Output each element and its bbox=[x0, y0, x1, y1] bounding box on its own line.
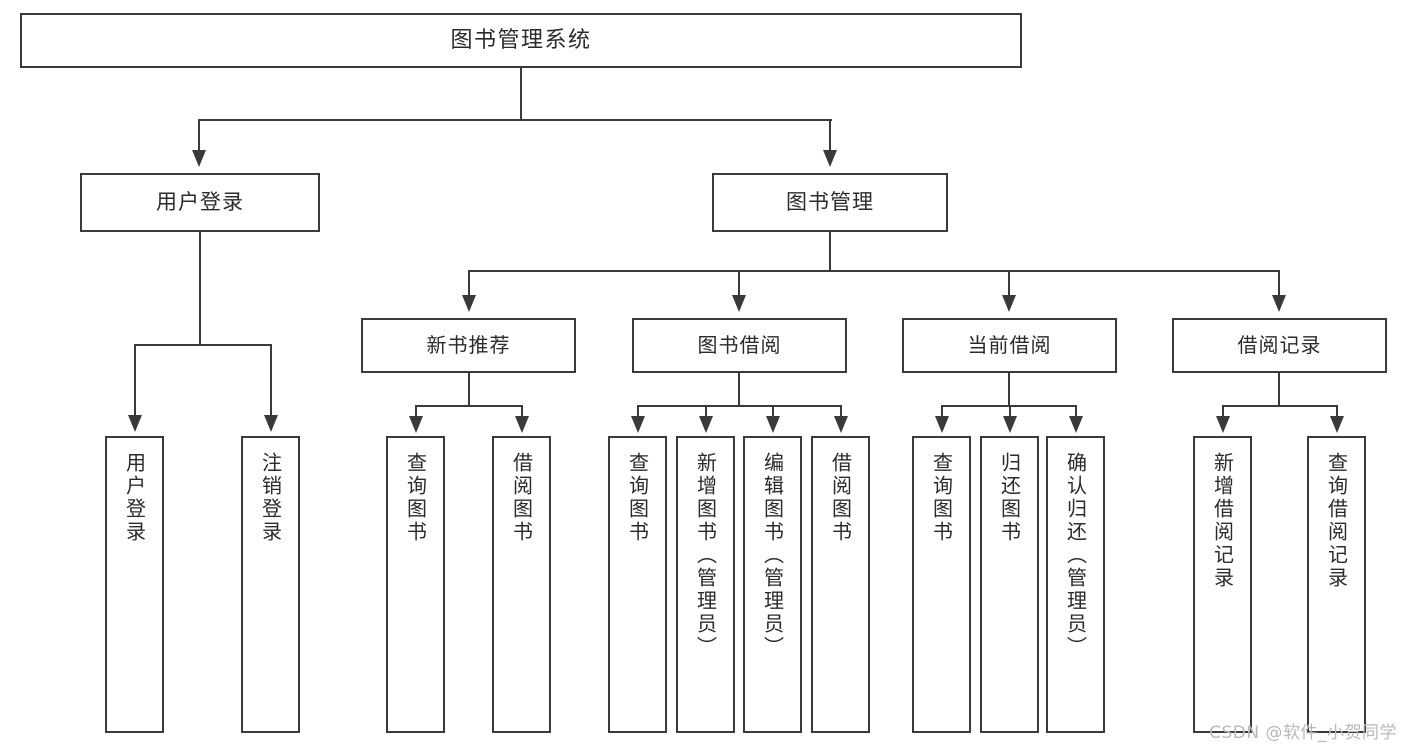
connector-new-book-leaf-2 bbox=[521, 405, 523, 417]
leaf-current-return-book[interactable]: 归还图书 bbox=[980, 436, 1039, 733]
connector-book-borrow-stem bbox=[738, 373, 740, 406]
node-label: 注销登录 bbox=[258, 452, 283, 544]
arrow-borrow-record-leaf-2 bbox=[1330, 416, 1344, 433]
arrow-current-borrow-leaf-1 bbox=[935, 416, 949, 433]
connector-book-borrow-bus bbox=[637, 405, 842, 407]
arrow-to-current-borrow bbox=[1002, 295, 1016, 312]
leaf-record-add[interactable]: 新增借阅记录 bbox=[1193, 436, 1252, 733]
connector-user-login-stem bbox=[199, 232, 201, 345]
leaf-logout[interactable]: 注销登录 bbox=[241, 436, 300, 733]
node-label: 新增借阅记录 bbox=[1210, 452, 1235, 590]
arrow-current-borrow-leaf-2 bbox=[1003, 416, 1017, 433]
connector-to-current-borrow bbox=[1008, 270, 1010, 296]
connector-borrow-record-bus bbox=[1222, 405, 1338, 407]
connector-to-new-book bbox=[468, 270, 470, 296]
leaf-borrow-add-book[interactable]: 新增图书（管理员） bbox=[676, 436, 735, 733]
connector-new-book-leaf-1 bbox=[415, 405, 417, 417]
node-label: 查询图书 bbox=[403, 452, 428, 544]
node-label: 查询图书 bbox=[929, 452, 954, 544]
node-root-system[interactable]: 图书管理系统 bbox=[20, 13, 1022, 68]
connector-user-login-bus bbox=[134, 344, 272, 346]
connector-borrow-record-leaf-1 bbox=[1222, 405, 1224, 417]
node-user-login[interactable]: 用户登录 bbox=[80, 173, 320, 232]
node-label: 查询借阅记录 bbox=[1324, 452, 1349, 590]
node-label: 编辑图书（管理员） bbox=[760, 452, 785, 659]
leaf-current-confirm-return[interactable]: 确认归还（管理员） bbox=[1046, 436, 1105, 733]
arrow-borrow-record-leaf-1 bbox=[1216, 416, 1230, 433]
csdn-watermark: CSDN @软件_小贺同学 bbox=[1209, 723, 1397, 743]
connector-user-login-leaf-1 bbox=[134, 344, 136, 416]
arrow-user-login-leaf-1 bbox=[128, 415, 142, 432]
connector-new-book-bus bbox=[415, 405, 523, 407]
node-label: 当前借阅 bbox=[967, 332, 1052, 357]
node-new-book-recommend[interactable]: 新书推荐 bbox=[361, 318, 576, 373]
node-label: 用户登录 bbox=[122, 452, 147, 544]
connector-to-user-login bbox=[198, 119, 200, 151]
node-borrow-record[interactable]: 借阅记录 bbox=[1172, 318, 1387, 373]
arrow-book-borrow-leaf-1 bbox=[631, 416, 645, 433]
arrow-current-borrow-leaf-3 bbox=[1069, 416, 1083, 433]
leaf-borrow-query-book[interactable]: 查询图书 bbox=[608, 436, 667, 733]
connector-book-borrow-leaf-1 bbox=[637, 405, 639, 417]
leaf-new-book-borrow[interactable]: 借阅图书 bbox=[492, 436, 551, 733]
node-label: 图书借阅 bbox=[697, 332, 782, 357]
node-label: 新书推荐 bbox=[426, 332, 511, 357]
arrow-book-borrow-leaf-2 bbox=[699, 416, 713, 433]
connector-to-borrow-record bbox=[1278, 270, 1280, 296]
connector-book-manage-stem bbox=[829, 232, 831, 271]
arrow-to-borrow-record bbox=[1272, 295, 1286, 312]
arrow-book-borrow-leaf-3 bbox=[766, 416, 780, 433]
node-label: 新增图书（管理员） bbox=[693, 452, 718, 659]
arrow-to-new-book bbox=[462, 295, 476, 312]
connector-current-borrow-leaf-1 bbox=[941, 405, 943, 417]
connector-to-book-borrow bbox=[738, 270, 740, 296]
leaf-user-login[interactable]: 用户登录 bbox=[105, 436, 164, 733]
node-label: 查询图书 bbox=[625, 452, 650, 544]
node-book-borrow[interactable]: 图书借阅 bbox=[632, 318, 847, 373]
arrow-new-book-leaf-2 bbox=[515, 416, 529, 433]
arrow-book-borrow-leaf-4 bbox=[834, 416, 848, 433]
connector-current-borrow-leaf-3 bbox=[1075, 405, 1077, 417]
connector-borrow-record-stem bbox=[1278, 373, 1280, 406]
connector-new-book-stem bbox=[468, 373, 470, 406]
arrow-to-book-borrow bbox=[732, 295, 746, 312]
connector-current-borrow-leaf-2 bbox=[1009, 405, 1011, 417]
node-current-borrow[interactable]: 当前借阅 bbox=[902, 318, 1117, 373]
node-label: 确认归还（管理员） bbox=[1063, 452, 1088, 659]
leaf-record-query[interactable]: 查询借阅记录 bbox=[1307, 436, 1366, 733]
node-label: 图书管理系统 bbox=[450, 27, 592, 53]
leaf-new-book-query[interactable]: 查询图书 bbox=[386, 436, 445, 733]
connector-root-bus bbox=[198, 119, 832, 121]
arrow-user-login-leaf-2 bbox=[264, 415, 278, 432]
connector-borrow-record-leaf-2 bbox=[1336, 405, 1338, 417]
connector-user-login-leaf-2 bbox=[270, 344, 272, 416]
node-label: 借阅记录 bbox=[1237, 332, 1322, 357]
leaf-borrow-edit-book[interactable]: 编辑图书（管理员） bbox=[743, 436, 802, 733]
arrow-to-user-login bbox=[192, 150, 206, 167]
node-label: 用户登录 bbox=[156, 190, 244, 215]
node-label: 图书管理 bbox=[786, 190, 874, 215]
connector-book-borrow-leaf-2 bbox=[705, 405, 707, 417]
connector-to-book-manage bbox=[829, 119, 831, 151]
arrow-new-book-leaf-1 bbox=[409, 416, 423, 433]
leaf-current-query-book[interactable]: 查询图书 bbox=[912, 436, 971, 733]
node-label: 归还图书 bbox=[997, 452, 1022, 544]
connector-book-manage-bus bbox=[468, 270, 1280, 272]
node-label: 借阅图书 bbox=[509, 452, 534, 544]
connector-root-stem bbox=[520, 68, 522, 120]
arrow-to-book-manage bbox=[823, 150, 837, 167]
node-label: 借阅图书 bbox=[828, 452, 853, 544]
connector-book-borrow-leaf-4 bbox=[840, 405, 842, 417]
leaf-borrow-borrow-book[interactable]: 借阅图书 bbox=[811, 436, 870, 733]
node-book-manage[interactable]: 图书管理 bbox=[712, 173, 948, 232]
connector-book-borrow-leaf-3 bbox=[772, 405, 774, 417]
connector-current-borrow-stem bbox=[1008, 373, 1010, 406]
